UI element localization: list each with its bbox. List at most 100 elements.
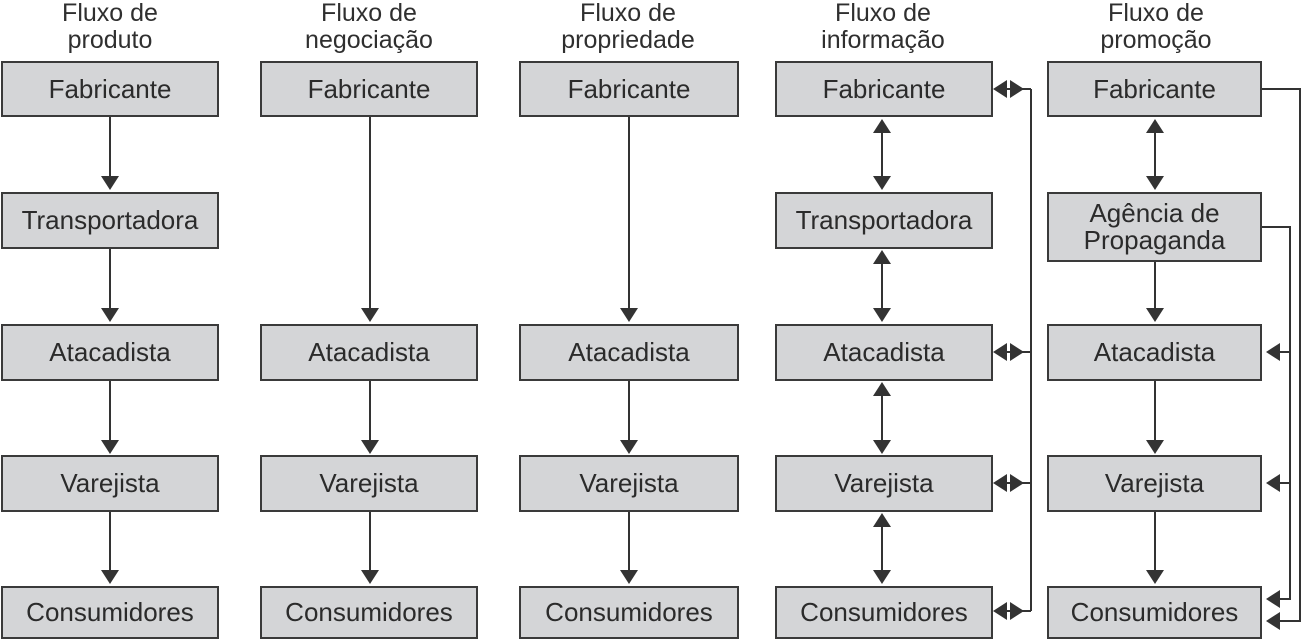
title-line-2: produto bbox=[67, 26, 153, 54]
arrowhead-down bbox=[620, 570, 638, 584]
box-label: Atacadista bbox=[1093, 337, 1216, 367]
box-label-line-2: Propaganda bbox=[1083, 225, 1226, 255]
box-consumidores: Consumidores bbox=[775, 586, 993, 639]
box-label: Consumidores bbox=[800, 597, 968, 627]
box-atacadista: Atacadista bbox=[1, 324, 219, 381]
arrowhead-down bbox=[361, 308, 379, 322]
box-label: Consumidores bbox=[545, 597, 713, 627]
arrowhead-left bbox=[993, 343, 1007, 361]
box-fabricante: Fabricante bbox=[1, 61, 219, 117]
box-label: Fabricante bbox=[822, 73, 946, 104]
arrowhead-left bbox=[993, 80, 1007, 98]
box-label: Varejista bbox=[834, 468, 934, 498]
arrowhead-down bbox=[873, 440, 891, 454]
title-fluxo-informacao: Fluxo de informação bbox=[773, 0, 993, 54]
box-label: Transportadora bbox=[21, 205, 199, 235]
arrowhead-left bbox=[993, 474, 1007, 492]
box-atacadista: Atacadista bbox=[260, 324, 478, 381]
box-label: Varejista bbox=[1104, 468, 1205, 498]
title-fluxo-produto: Fluxo de produto bbox=[0, 0, 220, 54]
arrowhead-right bbox=[1010, 474, 1024, 492]
box-agencia-propaganda: Agência de Propaganda bbox=[1047, 192, 1262, 262]
box-label: Atacadista bbox=[823, 337, 945, 367]
arrowhead-up bbox=[873, 382, 891, 396]
box-label: Atacadista bbox=[308, 337, 430, 367]
box-label: Varejista bbox=[60, 468, 160, 498]
box-fabricante: Fabricante bbox=[775, 61, 993, 117]
arrowhead-down bbox=[873, 570, 891, 584]
arrowhead-down bbox=[873, 308, 891, 322]
box-label: Atacadista bbox=[568, 337, 690, 367]
box-varejista: Varejista bbox=[519, 455, 739, 512]
arrowhead-down bbox=[1146, 570, 1164, 584]
arrowhead-down bbox=[101, 570, 119, 584]
title-line-2: propriedade bbox=[561, 26, 695, 54]
box-consumidores: Consumidores bbox=[260, 586, 478, 639]
box-transportadora: Transportadora bbox=[1, 192, 219, 249]
box-atacadista: Atacadista bbox=[1047, 324, 1262, 381]
arrowhead-up bbox=[873, 513, 891, 527]
title-fluxo-negociacao: Fluxo de negociação bbox=[259, 0, 479, 54]
box-label-line-1: Agência de bbox=[1089, 198, 1220, 228]
box-consumidores: Consumidores bbox=[519, 586, 739, 639]
title-fluxo-propriedade: Fluxo de propriedade bbox=[518, 0, 738, 54]
arrowhead-down bbox=[620, 440, 638, 454]
box-label: Consumidores bbox=[285, 597, 453, 627]
arrowhead-up bbox=[873, 250, 891, 264]
arrowhead-down bbox=[873, 176, 891, 190]
arrowhead-down bbox=[101, 440, 119, 454]
arrowhead-up bbox=[873, 119, 891, 133]
box-varejista: Varejista bbox=[775, 455, 993, 512]
arrowhead-down bbox=[101, 308, 119, 322]
box-varejista: Varejista bbox=[1047, 455, 1262, 512]
arrowhead-right bbox=[1010, 602, 1024, 620]
box-varejista: Varejista bbox=[260, 455, 478, 512]
box-consumidores: Consumidores bbox=[1047, 586, 1262, 639]
title-line-1: Fluxo de bbox=[580, 0, 676, 27]
box-fabricante: Fabricante bbox=[1047, 61, 1262, 117]
box-label: Fabricante bbox=[48, 73, 172, 104]
box-fabricante: Fabricante bbox=[519, 61, 739, 117]
arrowhead-right bbox=[1010, 80, 1024, 98]
box-label: Consumidores bbox=[26, 597, 194, 627]
arrowhead-down bbox=[620, 308, 638, 322]
title-line-1: Fluxo de bbox=[1108, 0, 1204, 27]
box-transportadora: Transportadora bbox=[775, 192, 993, 249]
title-line-2: informação bbox=[821, 26, 945, 54]
box-label: Transportadora bbox=[795, 205, 973, 235]
box-label: Fabricante bbox=[1093, 73, 1216, 104]
box-atacadista: Atacadista bbox=[519, 324, 739, 381]
title-line-2: negociação bbox=[305, 26, 433, 54]
promo-fab-line bbox=[1262, 88, 1301, 622]
box-fabricante: Fabricante bbox=[260, 61, 478, 117]
arrowhead-left bbox=[1266, 474, 1280, 492]
box-atacadista: Atacadista bbox=[775, 324, 993, 381]
box-label: Varejista bbox=[319, 468, 419, 498]
box-label: Fabricante bbox=[307, 73, 431, 104]
box-label: Varejista bbox=[579, 468, 679, 498]
title-line-2: promoção bbox=[1100, 26, 1212, 54]
arrowhead-down bbox=[361, 440, 379, 454]
arrowhead-down bbox=[1146, 176, 1164, 190]
title-line-1: Fluxo de bbox=[321, 0, 417, 27]
title-line-1: Fluxo de bbox=[835, 0, 931, 27]
box-label: Atacadista bbox=[49, 337, 171, 367]
title-line-1: Fluxo de bbox=[62, 0, 158, 27]
arrowhead-right bbox=[1010, 343, 1024, 361]
box-consumidores: Consumidores bbox=[1, 586, 219, 639]
promo-agencia-line bbox=[1262, 226, 1291, 600]
arrowhead-left bbox=[1266, 612, 1280, 630]
arrowhead-left bbox=[993, 602, 1007, 620]
arrowhead-left bbox=[1266, 343, 1280, 361]
arrowhead-down bbox=[361, 570, 379, 584]
arrowhead-down bbox=[1146, 308, 1164, 322]
arrowhead-down bbox=[101, 176, 119, 190]
arrowhead-up bbox=[1146, 119, 1164, 133]
box-label: Consumidores bbox=[1070, 597, 1239, 627]
box-varejista: Varejista bbox=[1, 455, 219, 512]
arrowhead-left bbox=[1266, 590, 1280, 608]
box-label: Fabricante bbox=[567, 73, 691, 104]
arrowhead-down bbox=[1146, 440, 1164, 454]
title-fluxo-promocao: Fluxo de promoção bbox=[1046, 0, 1266, 54]
